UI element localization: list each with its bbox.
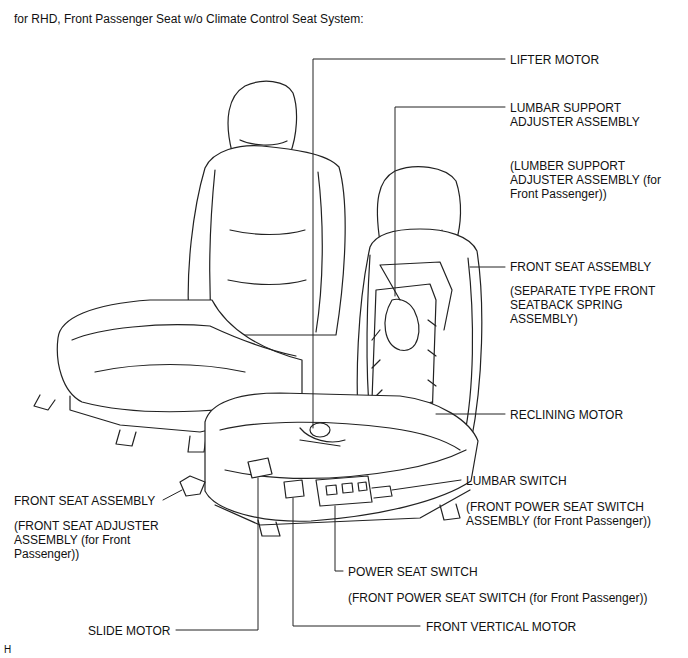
leader-lines-part bbox=[436, 414, 505, 415]
left-seat-part bbox=[228, 81, 297, 156]
part-label: (FRONT POWER SEAT SWITCH (for Front Pass… bbox=[348, 591, 668, 605]
right-seat-frame-part bbox=[205, 393, 478, 521]
part-label: FRONT SEAT ASSEMBLY bbox=[14, 494, 155, 508]
right-seat-frame-part bbox=[372, 486, 392, 498]
leader-lines-part bbox=[470, 267, 505, 268]
part-label: SLIDE MOTOR bbox=[88, 624, 170, 638]
left-seat-part bbox=[34, 395, 206, 452]
left-seat-part bbox=[95, 365, 245, 373]
leader-lines bbox=[163, 59, 505, 630]
right-seat-frame-part bbox=[385, 299, 419, 350]
part-label: LIFTER MOTOR bbox=[510, 53, 599, 67]
left-seat-part bbox=[72, 325, 296, 356]
figure-code: H bbox=[4, 644, 11, 656]
left-seat-part bbox=[240, 140, 287, 145]
part-label: (LUMBER SUPPORT ADJUSTER ASSEMBLY (for F… bbox=[510, 159, 675, 201]
right-seat-frame-part bbox=[225, 450, 466, 478]
right-seat-frame-part bbox=[316, 476, 372, 506]
right-seat-frame bbox=[180, 167, 482, 536]
leader-lines-part bbox=[395, 107, 505, 296]
part-label: FRONT SEAT ASSEMBLY bbox=[510, 260, 651, 274]
leader-lines-part bbox=[176, 478, 258, 630]
right-seat-frame-part bbox=[215, 490, 470, 525]
right-seat-frame-part bbox=[180, 476, 460, 536]
part-label: LUMBAR SUPPORT ADJUSTER ASSEMBLY bbox=[510, 101, 660, 129]
right-seat-frame-part bbox=[380, 262, 452, 330]
leader-lines-part bbox=[335, 506, 343, 571]
part-label: (FRONT POWER SEAT SWITCH ASSEMBLY (for F… bbox=[466, 500, 678, 528]
part-label: FRONT VERTICAL MOTOR bbox=[426, 620, 576, 634]
part-label: RECLINING MOTOR bbox=[510, 408, 623, 422]
leader-lines-part bbox=[392, 480, 461, 490]
right-seat-frame-part bbox=[220, 422, 460, 450]
right-seat-frame-part bbox=[372, 320, 436, 398]
part-label: (FRONT SEAT ADJUSTER ASSEMBLY (for Front… bbox=[14, 519, 164, 561]
right-seat-frame-part bbox=[284, 480, 304, 498]
left-seat-part bbox=[228, 230, 306, 285]
part-label: (SEPARATE TYPE FRONT SEATBACK SPRING ASS… bbox=[510, 284, 665, 326]
figure-title: for RHD, Front Passenger Seat w/o Climat… bbox=[14, 12, 363, 26]
right-seat-frame-part bbox=[326, 482, 367, 495]
left-seat-part bbox=[210, 170, 322, 332]
leader-lines-part bbox=[313, 59, 505, 428]
part-label: POWER SEAT SWITCH bbox=[348, 565, 478, 579]
leader-lines-part bbox=[293, 498, 420, 626]
leader-lines-part bbox=[163, 490, 182, 500]
part-label: LUMBAR SWITCH bbox=[466, 474, 567, 488]
right-seat-frame-part bbox=[248, 458, 272, 478]
